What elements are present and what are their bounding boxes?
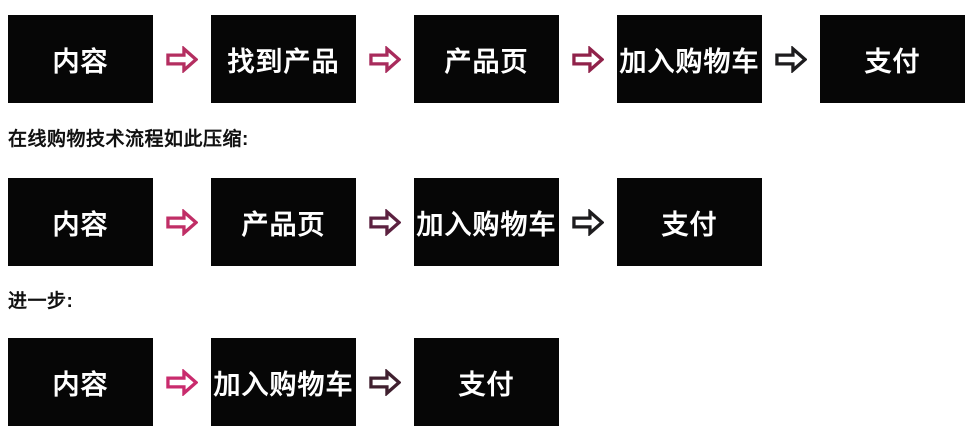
flow-step-find-product: 找到产品	[211, 15, 356, 103]
flow-row-2: 内容 产品页 加入购物车 支付	[8, 178, 970, 266]
flow-step-pay: 支付	[820, 15, 965, 103]
flow-step-pay: 支付	[414, 338, 559, 426]
flow-row-3: 内容 加入购物车 支付	[8, 338, 970, 426]
flow-step-pay: 支付	[617, 178, 762, 266]
right-arrow-icon	[762, 15, 820, 103]
right-arrow-icon	[559, 178, 617, 266]
flow-step-add-to-cart: 加入购物车	[617, 15, 762, 103]
flow-step-product-page: 产品页	[211, 178, 356, 266]
section-caption-compress: 在线购物技术流程如此压缩:	[8, 129, 249, 150]
flow-step-add-to-cart: 加入购物车	[414, 178, 559, 266]
right-arrow-icon	[153, 15, 211, 103]
right-arrow-icon	[356, 338, 414, 426]
flow-step-content: 内容	[8, 338, 153, 426]
right-arrow-icon	[153, 338, 211, 426]
flow-step-content: 内容	[8, 178, 153, 266]
flow-step-content: 内容	[8, 15, 153, 103]
flow-row-1: 内容 找到产品 产品页 加入购物车 支付	[8, 15, 970, 103]
right-arrow-icon	[356, 15, 414, 103]
right-arrow-icon	[153, 178, 211, 266]
right-arrow-icon	[559, 15, 617, 103]
flow-step-product-page: 产品页	[414, 15, 559, 103]
section-caption-further: 进一步:	[8, 291, 74, 312]
flow-step-add-to-cart: 加入购物车	[211, 338, 356, 426]
right-arrow-icon	[356, 178, 414, 266]
